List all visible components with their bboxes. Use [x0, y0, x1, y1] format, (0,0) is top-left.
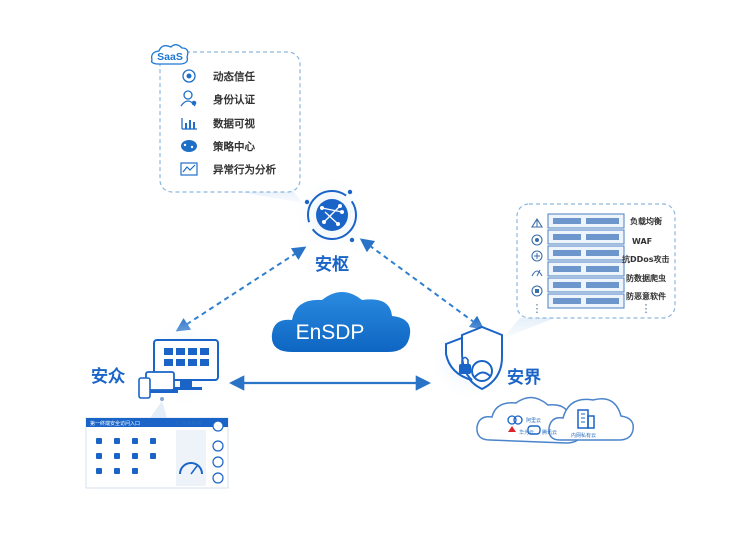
node-label-top: 安枢 [315, 254, 349, 275]
cloud-providers: 阿里云 华为云 腾讯云 内网私有云 [476, 396, 634, 444]
shield-icon [445, 325, 503, 391]
saas-panel: SaaS 动态信任 身份认证 数 [150, 44, 303, 203]
saas-badge: SaaS [150, 44, 189, 65]
terminal-node: 安众 [91, 316, 231, 408]
security-item-label: 防数据爬虫 [626, 273, 666, 283]
hub-icon [304, 189, 357, 243]
dynamic-trust-icon [182, 69, 196, 83]
user-avatar-icon [212, 420, 224, 484]
identity-auth-icon [180, 90, 197, 107]
saas-panel-border [159, 51, 301, 193]
tencent-logo-icon [527, 425, 541, 435]
policy-center-icon [181, 140, 197, 152]
anomaly-analysis-icon [180, 162, 198, 176]
load-balance-icon [531, 217, 543, 228]
security-item-label: 防恶意软件 [626, 291, 666, 301]
more-dots: ⋮ [641, 302, 652, 315]
saas-item-label: 异常行为分析 [213, 163, 276, 176]
security-item-label: 负载均衡 [630, 216, 662, 226]
phone-icon [138, 377, 151, 399]
speedometer-icon [179, 462, 203, 475]
cloud-label-tencent: 腾讯云 [542, 429, 557, 436]
anti-crawler-icon [531, 269, 543, 277]
dashed-arrow-top-right [359, 238, 485, 330]
saas-item-label: 策略中心 [212, 140, 255, 153]
cloud-label-private: 内网私有云 [571, 432, 596, 439]
portal-title: 第一终端安全访问入口 [90, 420, 140, 427]
data-visual-icon [181, 118, 197, 130]
more-dots: ⋮ [532, 302, 543, 315]
waf-icon [531, 234, 543, 246]
security-panel-beam [503, 318, 555, 338]
saas-badge-label: SaaS [157, 51, 183, 63]
node-label-left: 安众 [91, 366, 126, 387]
cloud-label-huawei: 华为云 [519, 429, 534, 436]
ensdp-label: EnSDP [296, 321, 365, 344]
portal-search: Q 应用搜索 [176, 420, 202, 427]
cloud-label-aliyun: 阿里云 [526, 417, 541, 424]
saas-item-label: 身份认证 [213, 93, 255, 106]
server-rack [547, 213, 625, 309]
private-cloud-building-icon [577, 409, 595, 429]
dashed-arrow-top-left [175, 246, 307, 332]
anti-ddos-icon [531, 250, 543, 262]
monitor-icon [153, 339, 219, 390]
hub-node: 安枢 [292, 175, 372, 275]
saas-panel-beam [228, 190, 303, 203]
portal-preview: 第一终端安全访问入口 Q 应用搜索 [85, 397, 229, 489]
saas-item-label: 数据可视 [212, 117, 255, 130]
security-panel: ⋮ ⋮ 负载均衡 WAF 抗DDos攻击 防数据爬虫 防恶意软件 [503, 203, 676, 338]
ensdp-cloud: EnSDP [271, 292, 411, 352]
connectors [175, 238, 485, 391]
security-item-label: WAF [632, 237, 652, 246]
huawei-logo-icon [508, 426, 516, 432]
gateway-node: 安界 [428, 318, 541, 402]
anti-malware-icon [531, 285, 543, 297]
security-item-label: 抗DDos攻击 [622, 254, 670, 264]
aliyun-logo-icon [507, 415, 523, 425]
node-label-right: 安界 [507, 367, 541, 388]
saas-item-label: 动态信任 [213, 70, 255, 83]
